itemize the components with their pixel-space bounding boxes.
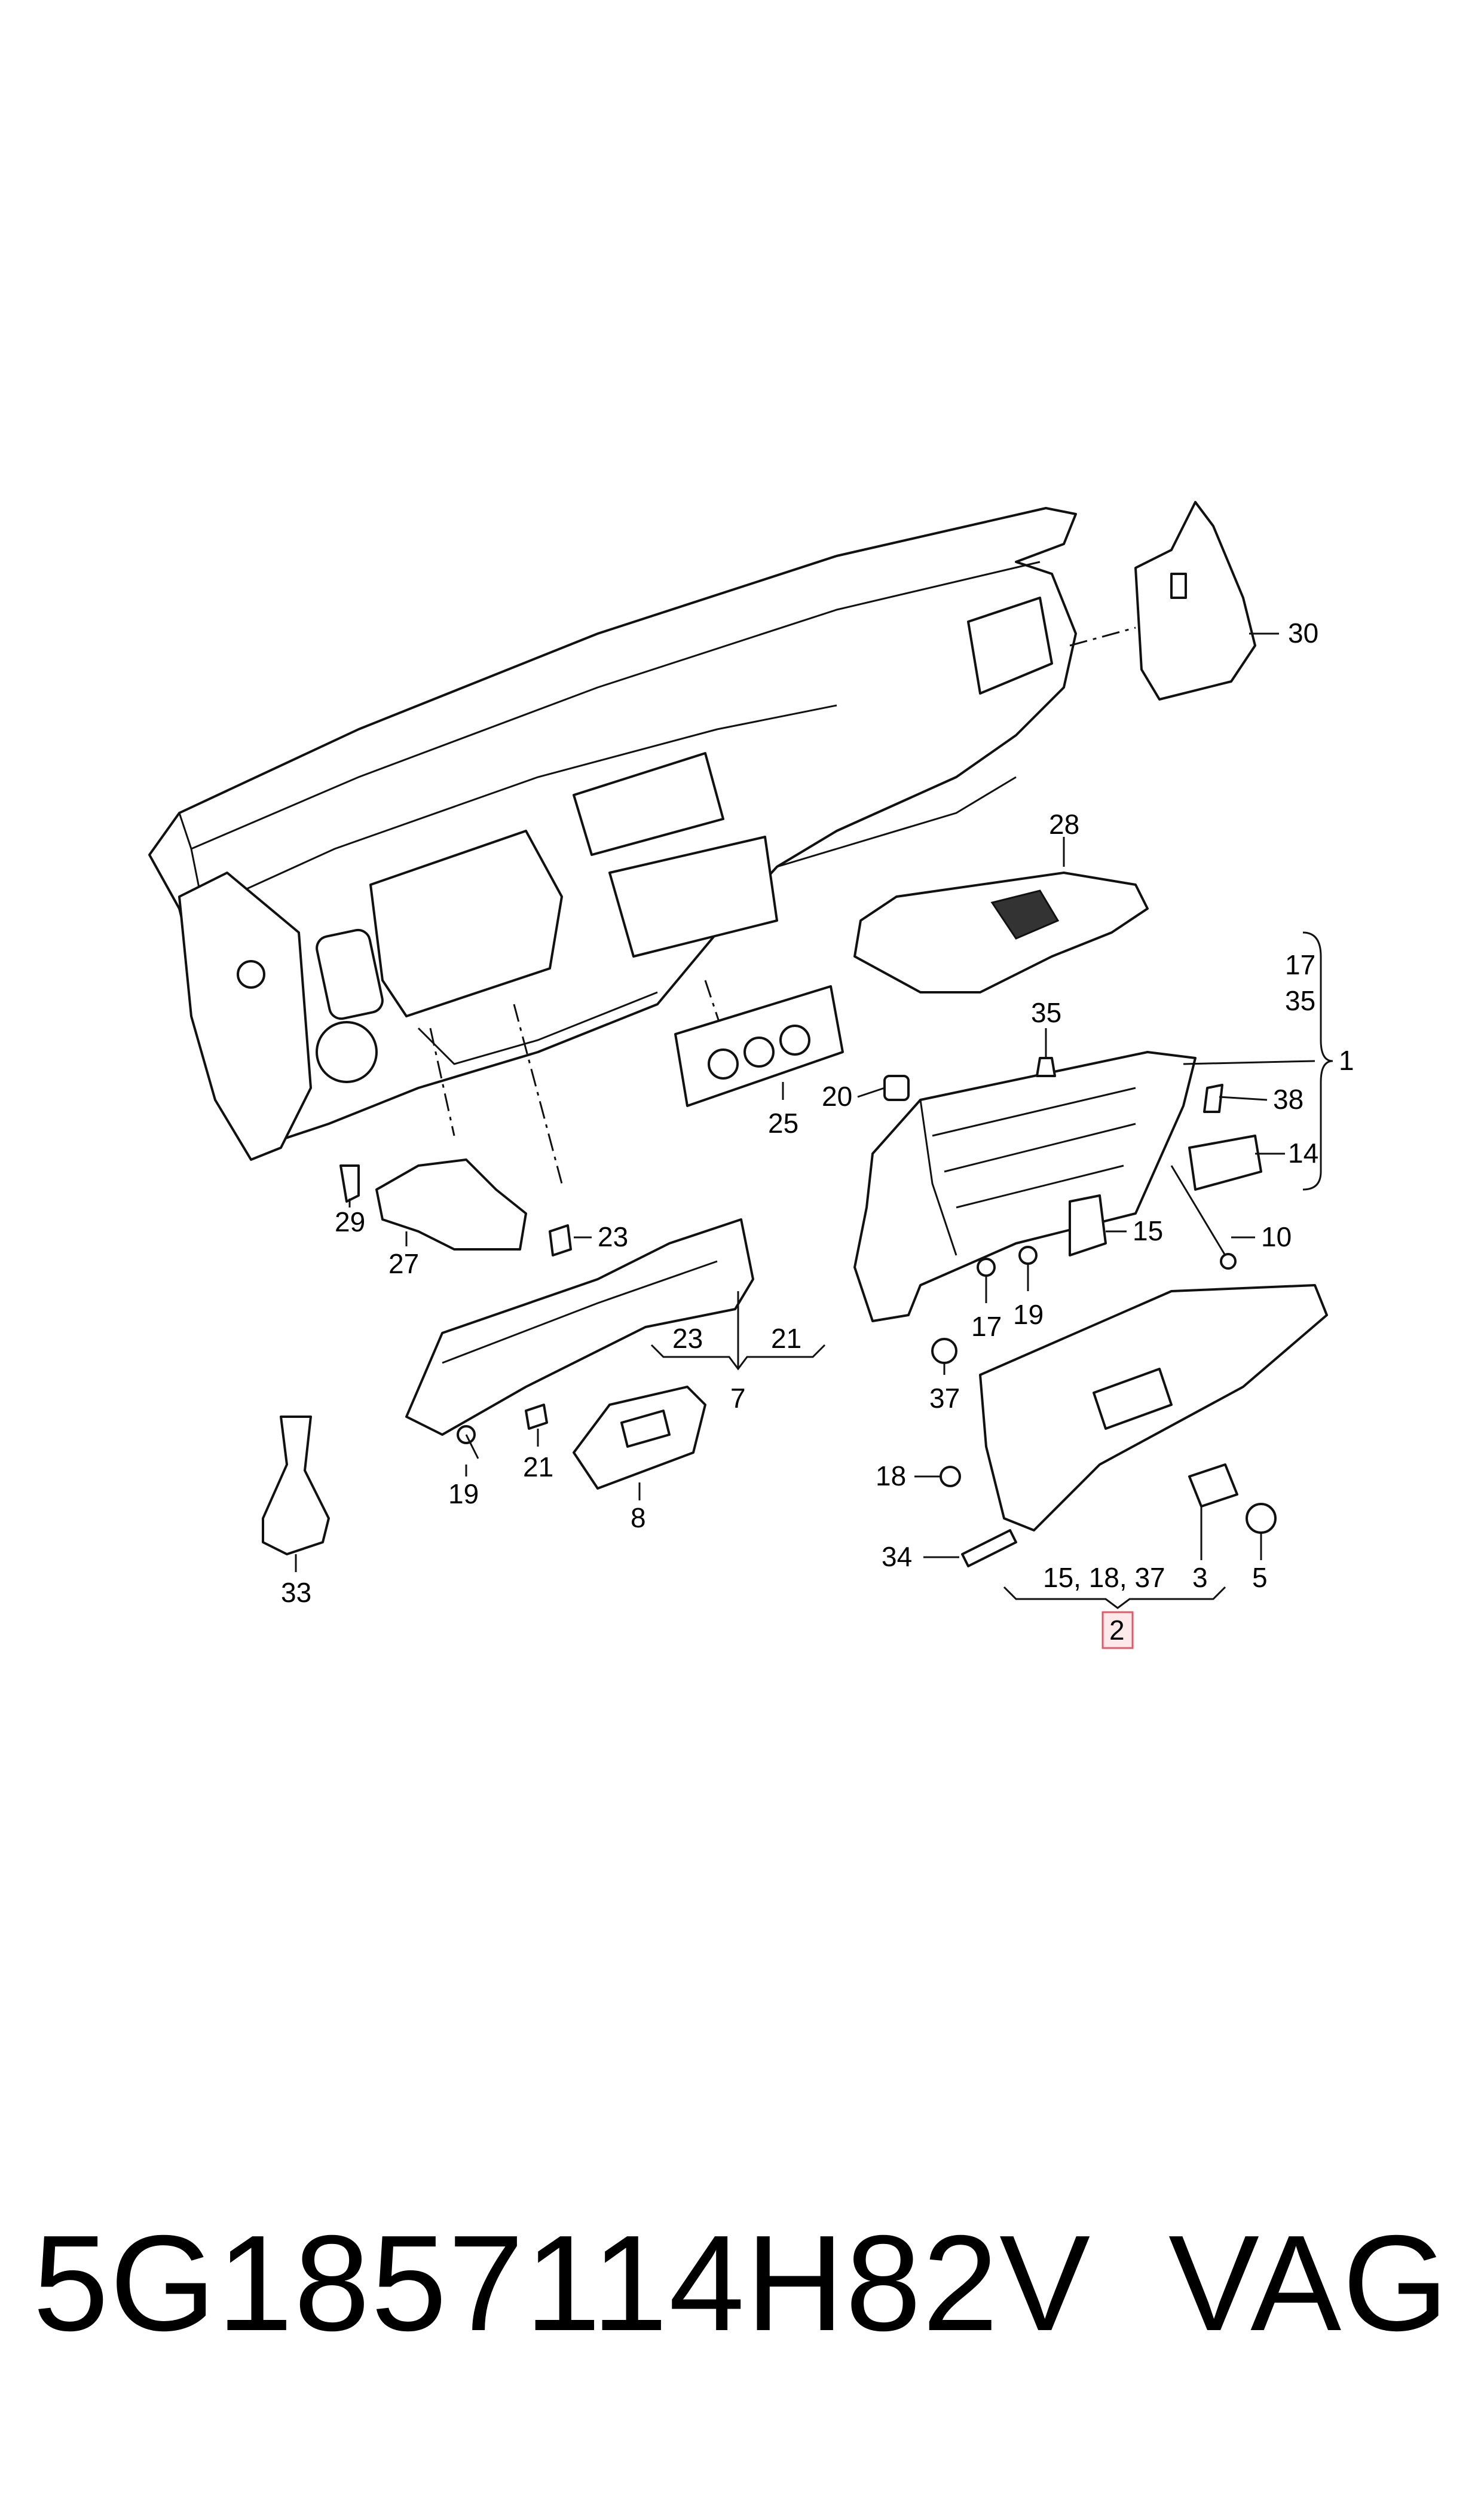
callout-35a: 35 [1285, 985, 1315, 1016]
callout-17b: 17 [971, 1311, 1002, 1342]
callout-28: 28 [1049, 809, 1079, 840]
footer: 5G1857114H82V VAG [33, 2206, 1455, 2361]
callout-37: 37 [929, 1383, 960, 1414]
callout-5: 5 [1252, 1562, 1268, 1593]
callout-3: 3 [1192, 1562, 1208, 1593]
callout-34: 34 [882, 1541, 912, 1572]
callout-1: 1 [1339, 1045, 1354, 1076]
callout-19a: 19 [448, 1478, 479, 1509]
part-28-centre-tray [853, 872, 1149, 993]
part-number: 5G1857114H82V [33, 2208, 1092, 2359]
callout-18: 18 [876, 1460, 906, 1491]
callout-21a: 21 [771, 1323, 801, 1354]
part-33-gear-boot [262, 1416, 330, 1555]
callout-27: 27 [388, 1248, 419, 1279]
part-2-glovebox-lid [979, 1284, 1328, 1531]
dashboard-assembly [148, 507, 1077, 1161]
part-30-side-trim [1134, 501, 1256, 701]
callout-25: 25 [768, 1108, 798, 1139]
part-27-bracket [375, 1158, 527, 1251]
callout-20: 20 [822, 1081, 852, 1112]
callout-38: 38 [1273, 1084, 1304, 1115]
fasteners [339, 1057, 1277, 1567]
leader-lines [295, 632, 1333, 1609]
callout-10: 10 [1261, 1221, 1292, 1252]
callout-23b: 23 [672, 1323, 703, 1354]
callout-21b: 21 [523, 1451, 553, 1482]
callout-17a: 17 [1285, 949, 1315, 980]
callout-15: 15 [1133, 1215, 1163, 1246]
callout-7: 7 [730, 1383, 746, 1414]
callout-8: 8 [631, 1502, 646, 1533]
callout-29: 29 [335, 1206, 365, 1237]
callout-14: 14 [1288, 1138, 1318, 1169]
part-1-glovebox-housing [853, 1051, 1197, 1322]
callout-30: 30 [1288, 617, 1318, 649]
highlight-box-2 [1101, 1611, 1134, 1649]
part-8-storage-box [573, 1386, 706, 1490]
part-25-climate-panel [674, 985, 844, 1107]
callout-2: 2 [1109, 1615, 1125, 1646]
callout-19b: 19 [1013, 1299, 1044, 1330]
callout-33: 33 [281, 1577, 311, 1608]
callout-35b: 35 [1031, 997, 1061, 1028]
part-7-lower-trim [405, 1218, 754, 1436]
callout-23a: 23 [598, 1221, 628, 1252]
brand-name: VAG [1168, 2208, 1450, 2359]
callouts: 30 28 17 35 1 35 20 38 25 14 29 23 15 10… [281, 617, 1354, 1646]
callout-15-18-37: 15, 18, 37 [1043, 1562, 1165, 1593]
